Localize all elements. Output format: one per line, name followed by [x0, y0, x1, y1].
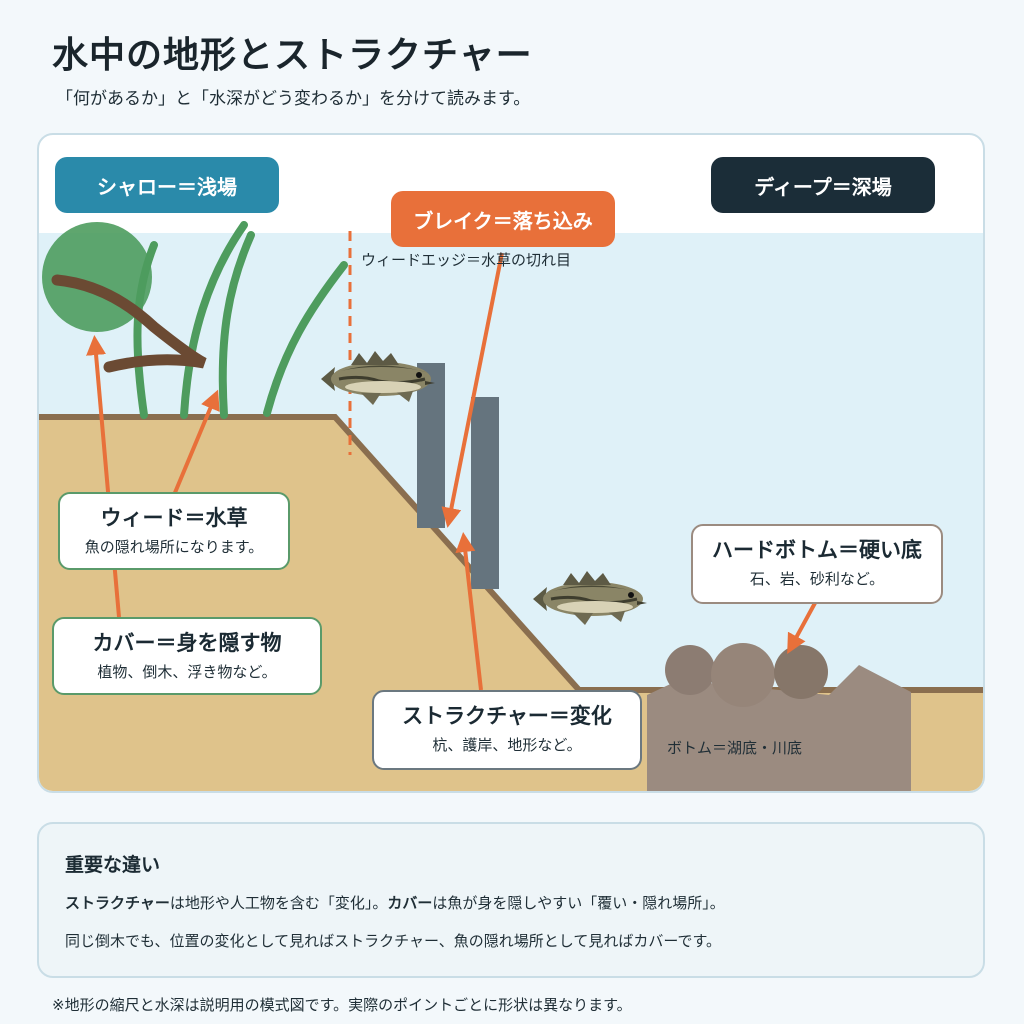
notes-term-structure: ストラクチャー — [65, 894, 170, 912]
callout-weed-desc: 魚の隠れ場所になります。 — [84, 538, 264, 556]
notes-line-2: 同じ倒木でも、位置の変化として見ればストラクチャー、魚の隠れ場所として見ればカバ… — [65, 932, 721, 950]
footnote: ※地形の縮尺と水深は説明用の模式図です。実際のポイントごとに形状は異なります。 — [52, 996, 632, 1014]
notes-term-cover: カバー — [387, 894, 433, 912]
pile-right — [471, 397, 499, 589]
callout-hard-bottom: ハードボトム＝硬い底 石、岩、砂利など。 — [691, 524, 943, 604]
callout-weed: ウィード＝水草 魚の隠れ場所になります。 — [58, 492, 290, 570]
pile-left — [417, 363, 445, 528]
fallen-tree-cover — [51, 274, 207, 373]
callout-cover-title: カバー＝身を隠す物 — [92, 631, 282, 655]
notes-text-structure: は地形や人工物を含む「変化」。 — [169, 894, 388, 912]
page-subtitle: 「何があるか」と「水深がどう変わるか」を分けて読みます。 — [56, 89, 531, 109]
notes-text-cover: は魚が身を隠しやすい「覆い・隠れ場所」。 — [432, 894, 725, 912]
shallow-zone-label: シャロー＝浅場 — [55, 157, 279, 213]
weed-edge-label: ウィードエッジ＝水草の切れ目 — [361, 251, 572, 269]
callout-cover: カバー＝身を隠す物 植物、倒木、浮き物など。 — [52, 617, 322, 695]
notes-title: 重要な違い — [65, 854, 161, 876]
break-zone-label: ブレイク＝落ち込み — [391, 191, 615, 247]
callout-structure-desc: 杭、護岸、地形など。 — [432, 736, 582, 754]
notes-card: 重要な違い ストラクチャーは地形や人工物を含む「変化」。カバーは魚が身を隠しやす… — [37, 822, 985, 978]
bottom-label: ボトム＝湖底・川底 — [667, 739, 803, 757]
callout-cover-desc: 植物、倒木、浮き物など。 — [97, 663, 277, 681]
callout-hard-bottom-title: ハードボトム＝硬い底 — [712, 538, 922, 562]
page-title: 水中の地形とストラクチャー — [52, 35, 533, 76]
deep-zone-label: ディープ＝深場 — [711, 157, 935, 213]
callout-weed-title: ウィード＝水草 — [100, 506, 248, 530]
callout-structure-title: ストラクチャー＝変化 — [402, 704, 612, 728]
terrain-diagram: シャロー＝浅場 ディープ＝深場 ブレイク＝落ち込み ウィードエッジ＝水草の切れ目… — [37, 133, 985, 793]
callout-arrows — [86, 252, 817, 691]
callout-hard-bottom-desc: 石、岩、砂利など。 — [749, 570, 885, 588]
notes-line-1: ストラクチャーは地形や人工物を含む「変化」。カバーは魚が身を隠しやすい「覆い・隠… — [65, 892, 725, 913]
hard-bottom-rocks — [647, 643, 911, 791]
callout-structure: ストラクチャー＝変化 杭、護岸、地形など。 — [372, 690, 642, 770]
